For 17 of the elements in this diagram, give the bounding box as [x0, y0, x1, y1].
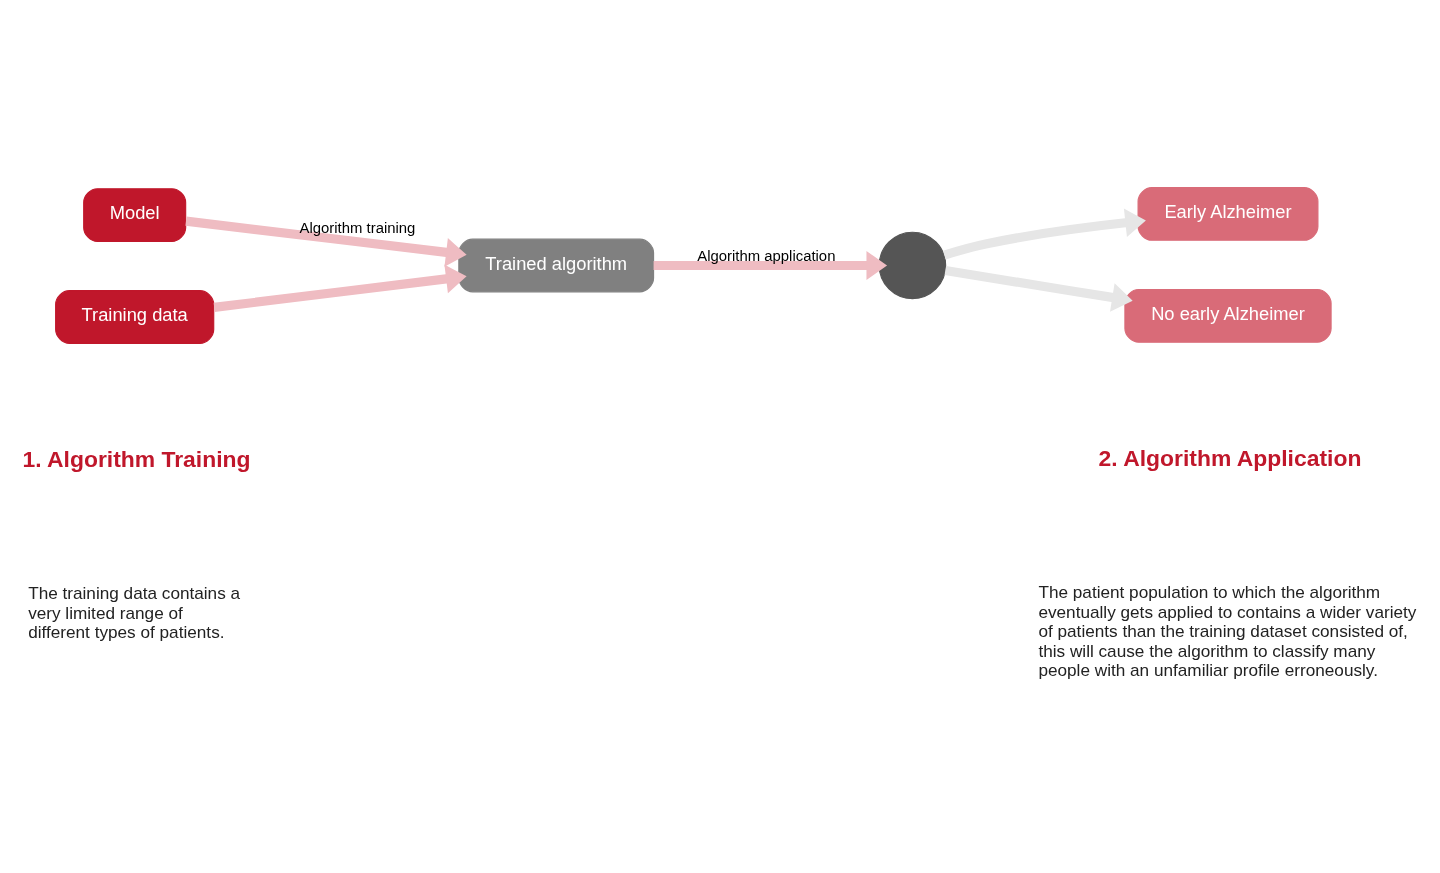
node-person — [878, 231, 947, 299]
arrow — [944, 265, 1133, 312]
edge-label: Algorithm training — [299, 219, 416, 236]
node-box: Model — [83, 187, 187, 242]
arrow — [653, 250, 888, 280]
node-box: Trained algorithm — [458, 238, 655, 292]
arrow — [185, 216, 467, 267]
arrow — [213, 264, 467, 312]
arrow — [942, 207, 1146, 259]
label: The training data contains a very limited range of different types of patients. — [28, 582, 241, 642]
node-box: No early Alzheimer — [1124, 288, 1332, 343]
label: 2. Algorithm Application — [1098, 444, 1362, 471]
edge-label: Algorithm application — [697, 247, 836, 264]
label: 1. Algorithm Training — [22, 445, 251, 472]
node-box: Early Alzheimer — [1137, 186, 1319, 241]
node-box: Training data — [55, 289, 215, 344]
label: The patient population to which the algorithm eventually gets applied to contains a wider variety of patients than the training dataset consisted of, this will cause the algorithm to classify many people with an unfamiliar profile erroneously. — [1038, 581, 1417, 680]
